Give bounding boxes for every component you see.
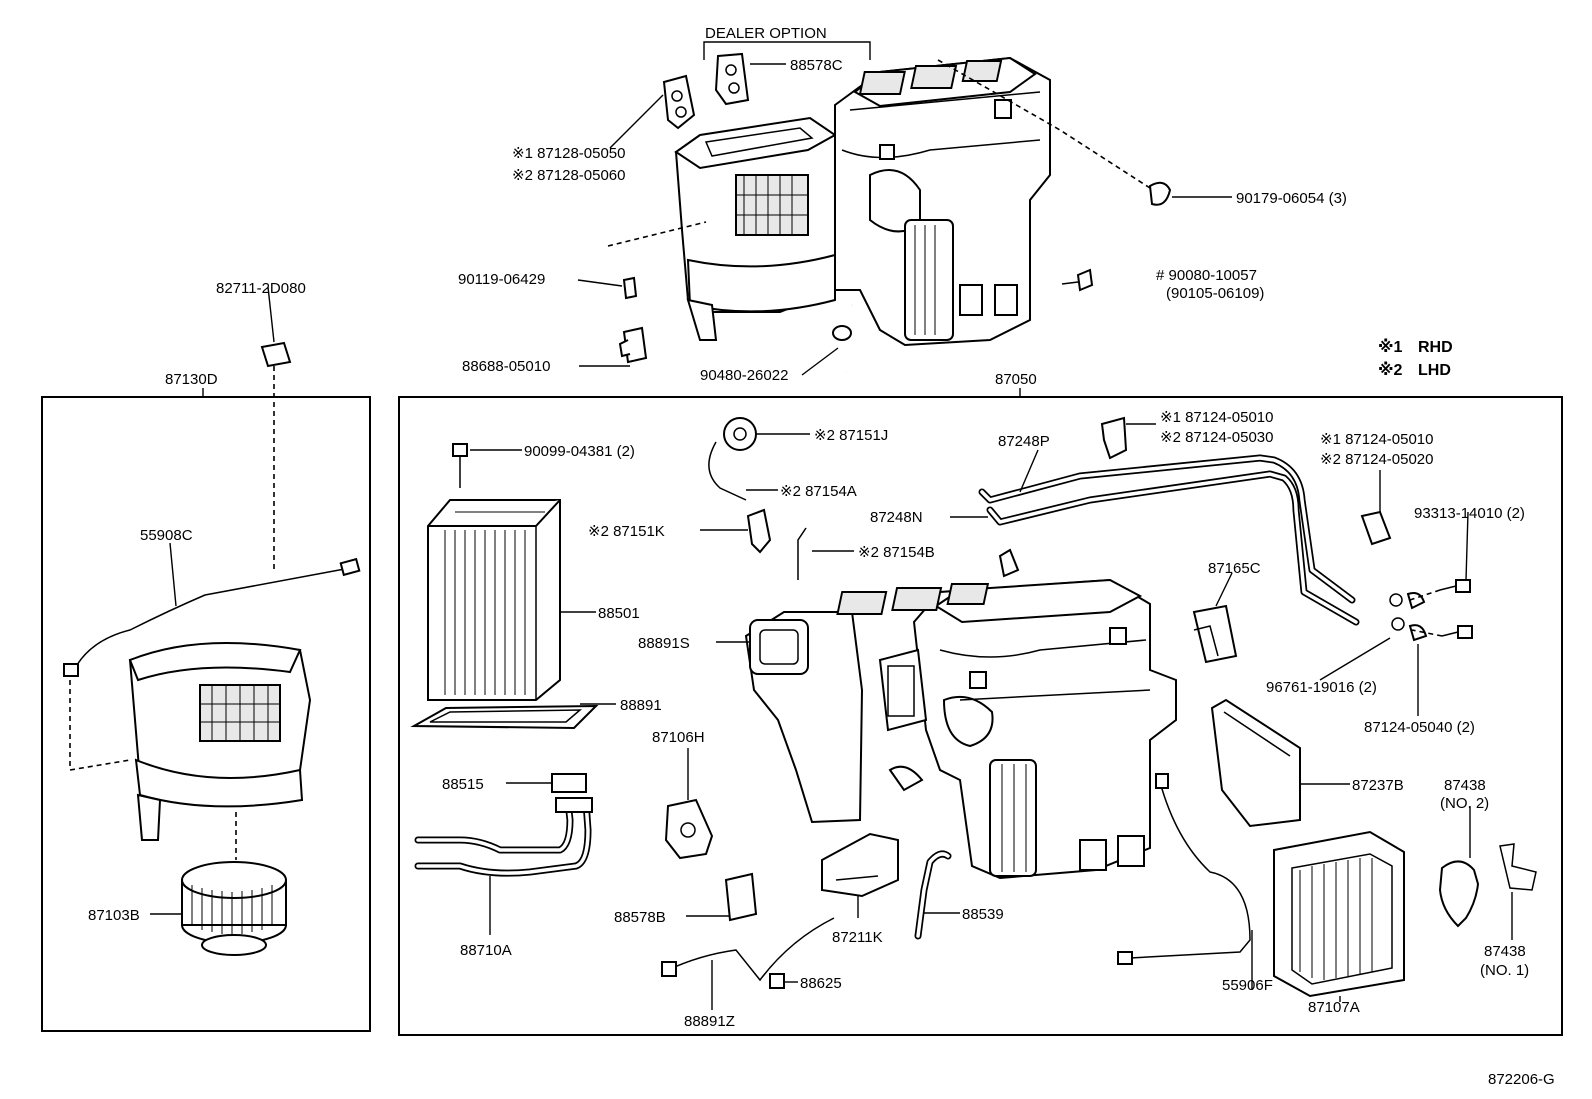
legend-text-rhd: RHD	[1418, 339, 1453, 356]
part-label-55908C: 55908C	[140, 527, 193, 544]
part-label-87124-05020: ※2 87124-05020	[1320, 451, 1434, 468]
part-label-88625: 88625	[800, 975, 842, 992]
part-label-87106H: 87106H	[652, 729, 705, 746]
top-hvac-assembly	[577, 41, 1232, 376]
part-label-88578C: 88578C	[790, 57, 843, 74]
legend-text-lhd: LHD	[1418, 362, 1451, 379]
part-label-88891: 88891	[620, 697, 662, 714]
legend-mark-1: ※1	[1378, 338, 1403, 356]
legend-mark-2: ※2	[1378, 361, 1403, 379]
part-label-90480-26022: 90480-26022	[700, 367, 788, 384]
part-label-87124-05010-a: ※1 87124-05010	[1160, 409, 1274, 426]
part-label-87438-no1: 87438	[1484, 943, 1526, 960]
part-label-87128-05060: ※2 87128-05060	[512, 167, 626, 184]
part-label-90179-06054: 90179-06054 (3)	[1236, 190, 1347, 207]
part-label-88578B: 88578B	[614, 909, 666, 926]
part-label-55906F: 55906F	[1222, 977, 1273, 994]
part-label-87124-05030: ※2 87124-05030	[1160, 429, 1274, 446]
part-label-88539: 88539	[962, 906, 1004, 923]
dealer-option-label: DEALER OPTION	[705, 25, 827, 42]
part-label-88710A: 88710A	[460, 942, 512, 959]
part-label-87237B: 87237B	[1352, 777, 1404, 794]
part-label-82711-2D080: 82711-2D080	[216, 280, 306, 297]
part-label-90080-10057: # 90080-10057	[1156, 267, 1257, 284]
part-label-87103B: 87103B	[88, 907, 140, 924]
part-label-87124-05010-b: ※1 87124-05010	[1320, 431, 1434, 448]
part-label-87128-05050: ※1 87128-05050	[512, 145, 626, 162]
diagram-code: 872206-G	[1488, 1071, 1555, 1088]
part-label-87107A: 87107A	[1308, 999, 1360, 1016]
part-label-87154B: ※2 87154B	[858, 544, 935, 561]
part-label-88515: 88515	[442, 776, 484, 793]
part-label-87438-no2-note: (NO. 2)	[1440, 795, 1489, 812]
part-label-87154A: ※2 87154A	[780, 483, 857, 500]
group-label-87130D: 87130D	[165, 371, 218, 388]
part-label-87151J: ※2 87151J	[814, 427, 888, 444]
part-label-87438-no1-note: (NO. 1)	[1480, 962, 1529, 979]
left-group-box	[41, 396, 371, 1032]
part-label-96761-19016: 96761-19016 (2)	[1266, 679, 1377, 696]
blower-assembly-left	[63, 286, 361, 956]
part-label-87151K: ※2 87151K	[588, 523, 665, 540]
part-label-90119-06429: 90119-06429	[458, 271, 545, 288]
hvac-unit-right	[410, 416, 1537, 1010]
part-label-88891S: 88891S	[638, 635, 690, 652]
part-label-87248P: 87248P	[998, 433, 1050, 450]
part-label-87124-05040: 87124-05040 (2)	[1364, 719, 1475, 736]
part-label-88501: 88501	[598, 605, 640, 622]
part-label-93313-14010: 93313-14010 (2)	[1414, 505, 1525, 522]
part-label-87438-no2: 87438	[1444, 777, 1486, 794]
part-label-90105-06109: (90105-06109)	[1166, 285, 1264, 302]
part-label-87248N: 87248N	[870, 509, 923, 526]
part-label-88891Z: 88891Z	[684, 1013, 735, 1030]
part-label-90099-04381: 90099-04381 (2)	[524, 443, 635, 460]
part-label-87165C: 87165C	[1208, 560, 1261, 577]
part-label-88688-05010: 88688-05010	[462, 358, 550, 375]
right-group-box	[398, 396, 1563, 1036]
part-label-87211K: 87211K	[832, 929, 883, 946]
group-label-87050: 87050	[995, 371, 1037, 388]
